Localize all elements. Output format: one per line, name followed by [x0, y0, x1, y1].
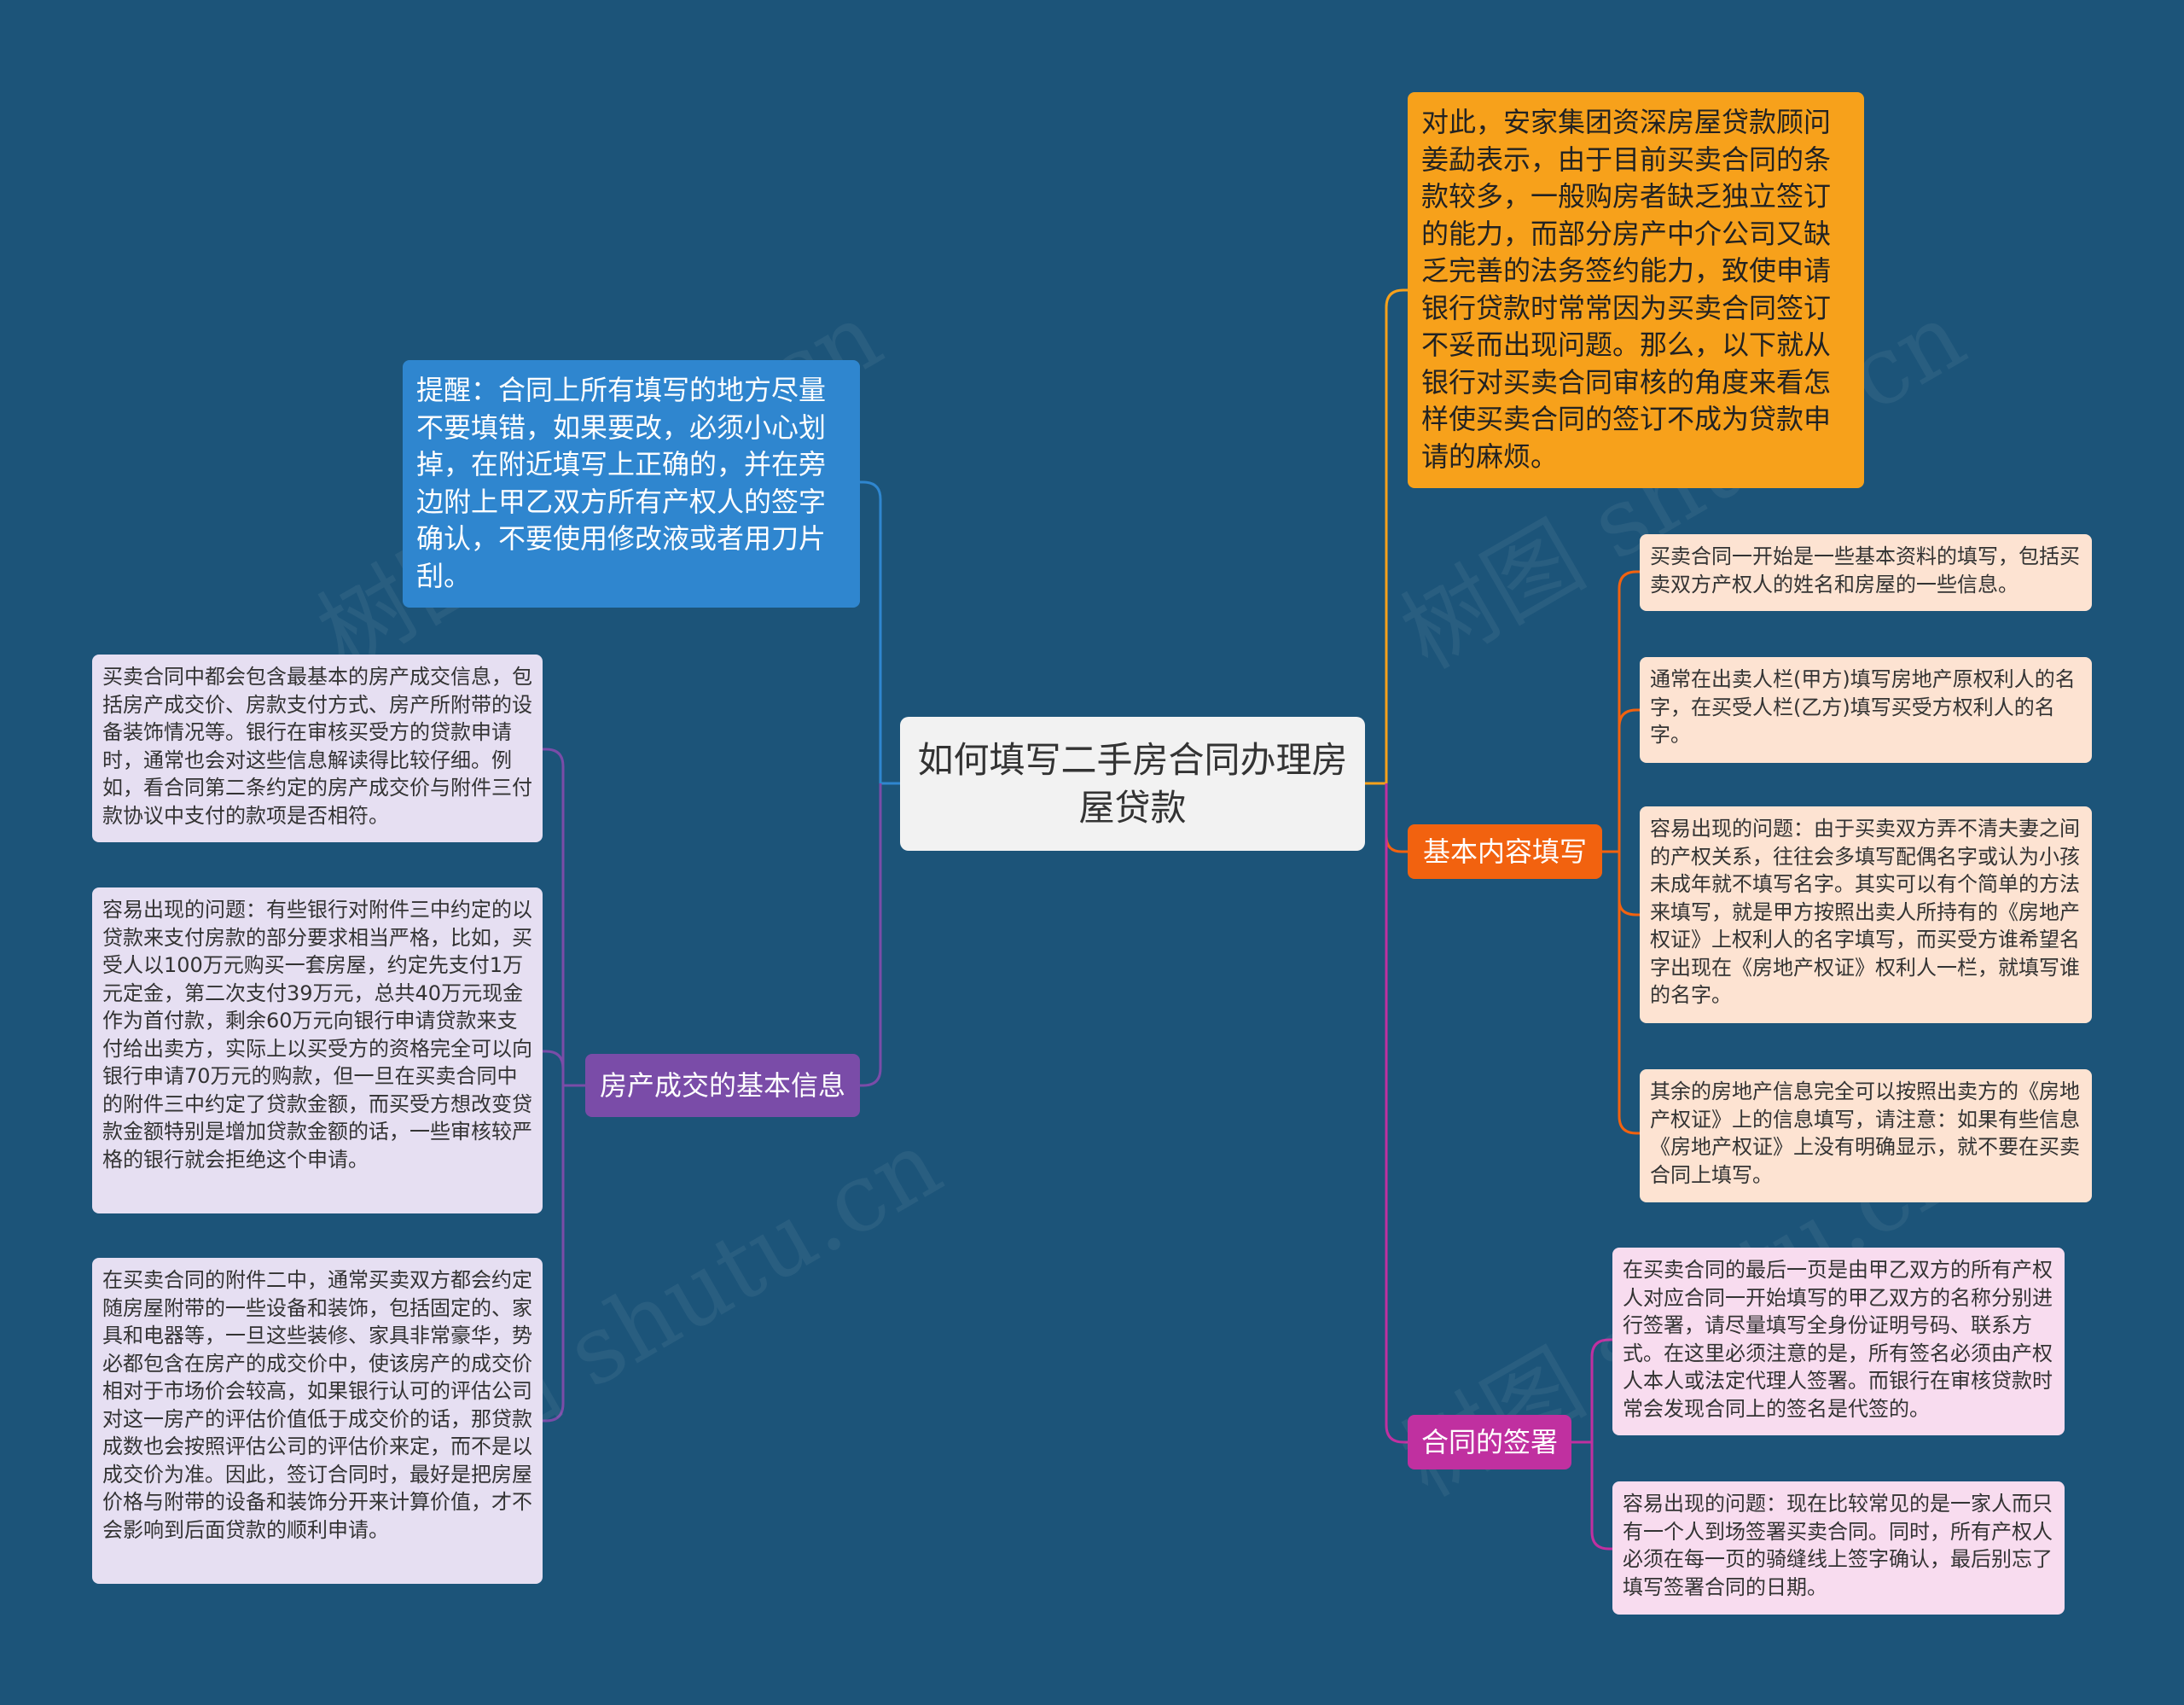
leaf-signing-2[interactable]: 容易出现的问题：现在比较常见的是一家人而只有一个人到场签署买卖合同。同时，所有产…: [1612, 1481, 2065, 1615]
connector-sign-leaf-1: [1571, 1338, 1612, 1444]
connector-basic-leaf-4: [1618, 852, 1640, 1135]
connector-basic-leaf-1: [1602, 570, 1640, 853]
leaf-basic-2[interactable]: 通常在出卖人栏(甲方)填写房地产原权利人的名字，在买受人栏(乙方)填写买受方权利…: [1640, 657, 2092, 763]
connector-signing: [1385, 783, 1408, 1444]
connector-basic: [1385, 783, 1408, 853]
connector-intro: [1385, 288, 1408, 783]
connector-reminder: [860, 480, 882, 783]
connector-sign-leaf-2: [1590, 1442, 1612, 1551]
leaf-transaction-2[interactable]: 容易出现的问题：有些银行对附件三中约定的以贷款来支付房款的部分要求相当严格，比如…: [92, 887, 543, 1213]
leaf-basic-3[interactable]: 容易出现的问题：由于买卖双方弄不清夫妻之间的产权关系，往往会多填写配偶名字或认为…: [1640, 806, 2092, 1023]
connector-transaction: [860, 783, 882, 1087]
reminder-node[interactable]: 提醒：合同上所有填写的地方尽量不要填错，如果要改，必须小心划掉，在附近填写上正确…: [403, 360, 860, 608]
connector-basic-leaf-2: [1618, 708, 1640, 852]
connector-trans-leaf-3: [543, 1085, 565, 1423]
leaf-signing-1[interactable]: 在买卖合同的最后一页是由甲乙双方的所有产权人对应合同一开始填写的甲乙双方的名称分…: [1612, 1248, 2065, 1435]
leaf-basic-4[interactable]: 其余的房地产信息完全可以按照出卖方的《房地产权证》上的信息填写，请注意：如果有些…: [1640, 1069, 2092, 1202]
connector-trans-leaf-2: [543, 1050, 565, 1085]
connector-trans-leaf-1: [543, 748, 585, 1087]
connector-basic-leaf-3: [1618, 852, 1640, 917]
leaf-transaction-1[interactable]: 买卖合同中都会包含最基本的房产成交信息，包括房产成交价、房款支付方式、房产所附带…: [92, 655, 543, 842]
intro-node[interactable]: 对此，安家集团资深房屋贷款顾问姜勐表示，由于目前买卖合同的条款较多，一般购房者缺…: [1408, 92, 1864, 488]
leaf-transaction-3[interactable]: 在买卖合同的附件二中，通常买卖双方都会约定随房屋附带的一些设备和装饰，包括固定的…: [92, 1258, 543, 1584]
root-topic[interactable]: 如何填写二手房合同办理房屋贷款: [900, 717, 1365, 851]
branch-signing[interactable]: 合同的签署: [1408, 1415, 1571, 1469]
branch-transaction-info[interactable]: 房产成交的基本信息: [585, 1054, 860, 1117]
branch-basic-content[interactable]: 基本内容填写: [1408, 824, 1602, 879]
leaf-basic-1[interactable]: 买卖合同一开始是一些基本资料的填写，包括买卖双方产权人的姓名和房屋的一些信息。: [1640, 534, 2092, 611]
